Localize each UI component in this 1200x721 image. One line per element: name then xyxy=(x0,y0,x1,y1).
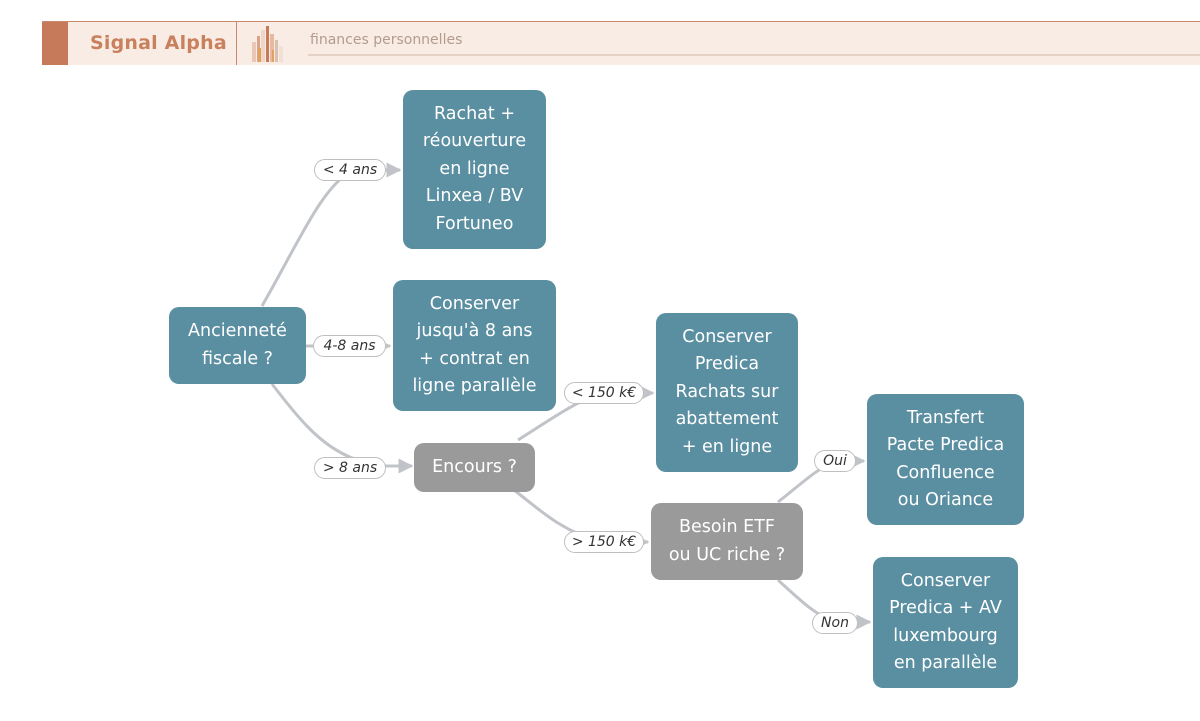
edge-label-over150: > 150 k€ xyxy=(564,531,644,553)
node-rachat-reouverture: Rachat + réouverture en ligne Linxea / B… xyxy=(403,90,546,249)
header-divider xyxy=(236,22,237,65)
edge-over8 xyxy=(270,383,414,474)
edge-label-non: Non xyxy=(812,612,858,634)
edge-label-oui: Oui xyxy=(814,450,856,472)
bar-chart-logo-icon xyxy=(252,26,283,62)
app-header: Signal Alpha finances personnelles xyxy=(42,21,1200,65)
brand-name[interactable]: Signal Alpha xyxy=(90,32,227,54)
node-conserver-8ans: Conserver jusqu'à 8 ans + contrat en lig… xyxy=(393,280,556,411)
node-conserver-av-lux: Conserver Predica + AV luxembourg en par… xyxy=(873,557,1018,688)
edge-under4 xyxy=(260,162,402,307)
node-encours: Encours ? xyxy=(414,443,535,492)
node-anciennete: Ancienneté fiscale ? xyxy=(169,307,306,384)
node-besoin-etf: Besoin ETF ou UC riche ? xyxy=(651,503,803,580)
brand-swatch xyxy=(42,22,68,65)
edge-label-4to8: 4-8 ans xyxy=(313,335,386,357)
node-transfert-pacte: Transfert Pacte Predica Confluence ou Or… xyxy=(867,394,1024,525)
node-conserver-predica-rachats: Conserver Predica Rachats sur abattement… xyxy=(656,313,798,472)
edge-label-under150: < 150 k€ xyxy=(564,382,644,404)
tagline: finances personnelles xyxy=(310,32,463,48)
edge-label-over8: > 8 ans xyxy=(314,457,386,479)
header-underline xyxy=(308,54,1200,56)
edge-label-under4: < 4 ans xyxy=(314,159,386,181)
